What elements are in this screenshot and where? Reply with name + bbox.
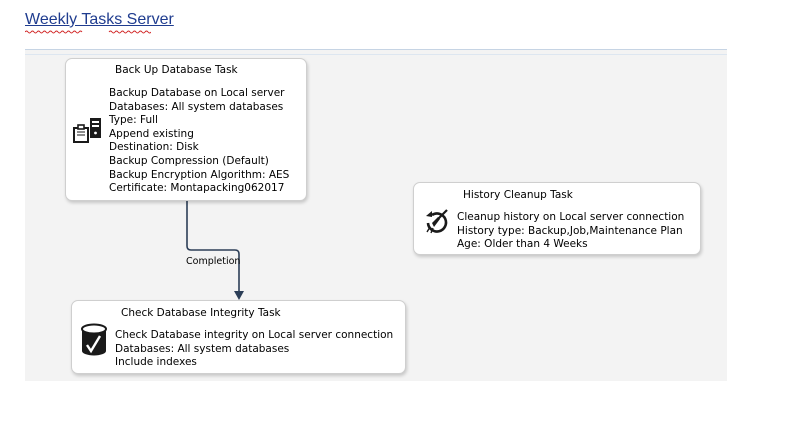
page-title: Weekly Tasks Server bbox=[25, 11, 174, 28]
task-detail-line: Certificate: Montapacking062017 bbox=[109, 182, 285, 195]
task-detail-line: Databases: All system databases bbox=[109, 100, 284, 113]
task-detail-line: Backup Encryption Algorithm: AES bbox=[109, 168, 290, 181]
check-database-integrity-task-title: Check Database Integrity Task bbox=[121, 307, 281, 319]
canvas-divider bbox=[25, 54, 727, 55]
task-detail-line: History type: Backup,Job,Maintenance Pla… bbox=[457, 224, 683, 237]
precedence-constraint-label: Completion bbox=[186, 256, 241, 267]
history-cleanup-task[interactable]: History Cleanup Task Cleanup history on … bbox=[413, 182, 701, 255]
precedence-constraint-arrowhead bbox=[234, 291, 244, 300]
spellcheck-underline bbox=[25, 30, 151, 34]
task-detail-line: Cleanup history on Local server connecti… bbox=[457, 211, 685, 223]
task-detail-line: Include indexes bbox=[115, 356, 197, 369]
history-cleanup-task-title: History Cleanup Task bbox=[463, 189, 573, 201]
backup-database-task-details: Backup Database on Local server Database… bbox=[109, 87, 289, 196]
history-cleanup-icon bbox=[426, 209, 448, 234]
task-detail-line: Backup Database on Local server bbox=[109, 87, 285, 99]
backup-database-task-title: Back Up Database Task bbox=[115, 64, 238, 76]
check-database-integrity-task-details: Check Database integrity on Local server… bbox=[115, 329, 393, 370]
task-detail-line: Age: Older than 4 Weeks bbox=[457, 238, 588, 251]
task-detail-line: Databases: All system databases bbox=[115, 342, 290, 355]
backup-database-task[interactable]: Back Up Database Task Backup Database on… bbox=[65, 58, 307, 201]
task-detail-line: Append existing bbox=[109, 127, 194, 140]
history-cleanup-task-details: Cleanup history on Local server connecti… bbox=[457, 211, 684, 252]
maintenance-plan-designer-canvas[interactable]: Completion Back Up Database Task Backup … bbox=[25, 49, 727, 381]
task-detail-line: Check Database integrity on Local server… bbox=[115, 329, 394, 341]
backup-database-icon bbox=[73, 118, 101, 143]
check-database-integrity-task[interactable]: Check Database Integrity Task Check Data… bbox=[71, 300, 406, 374]
task-detail-line: Backup Compression (Default) bbox=[109, 154, 269, 167]
precedence-constraint-line[interactable] bbox=[186, 200, 240, 291]
database-check-icon bbox=[81, 323, 107, 356]
task-detail-line: Destination: Disk bbox=[109, 141, 199, 154]
task-detail-line: Type: Full bbox=[109, 114, 158, 127]
